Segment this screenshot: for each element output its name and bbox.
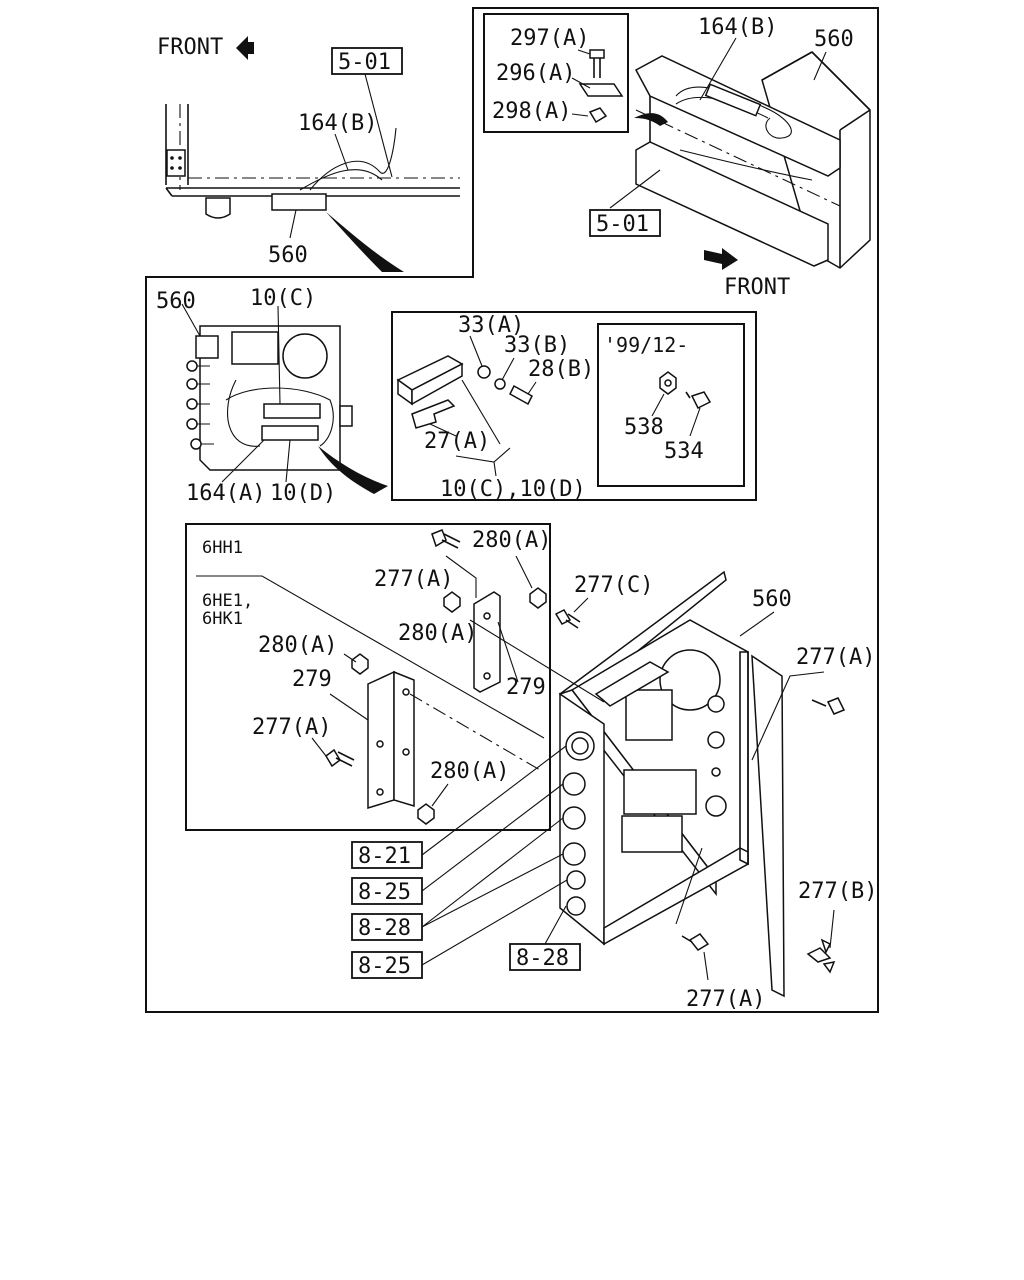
diagram-frames xyxy=(145,7,879,1013)
part-27a-label: 27(A) xyxy=(424,429,490,454)
part-560-label-4: 560 xyxy=(752,587,792,612)
ref-5-01-label: 5-01 xyxy=(338,50,391,75)
lower-280a-label: 280(A) xyxy=(258,633,337,658)
part-164b-label-2: 164(B) xyxy=(698,15,777,40)
ref-8-21-label: 8-21 xyxy=(358,844,411,869)
part-164a-label: 164(A) xyxy=(186,481,265,506)
part-33a-label: 33(A) xyxy=(458,313,524,338)
part-297a-label: 297(A) xyxy=(510,26,589,51)
part-10d-label: 10(D) xyxy=(270,481,336,506)
part-277a-bottom-label: 277(A) xyxy=(686,987,765,1012)
part-538-label: 538 xyxy=(624,415,664,440)
part-277b-label: 277(B) xyxy=(798,879,877,904)
date-label: '99/12- xyxy=(604,333,688,357)
box-interior-view: 560 10(C) 164(A) 10(D) xyxy=(156,286,388,506)
part-560-label-3: 560 xyxy=(156,289,196,314)
nut-280a-icon-2 xyxy=(443,591,461,613)
part-534-label: 534 xyxy=(664,439,704,464)
engine-6hh1-label: 6HH1 xyxy=(202,538,243,558)
relay-detail-box xyxy=(391,311,757,501)
bracket-279-lower-icon xyxy=(367,670,395,810)
box-door-icon xyxy=(751,654,785,998)
ref-8-28-label: 8-28 xyxy=(358,916,411,941)
upper-280a-top-label: 280(A) xyxy=(472,528,551,553)
part-10c-10d-label: 10(C),10(D) xyxy=(440,477,586,502)
front-label-2: FRONT xyxy=(724,275,790,300)
part-277a-right-label: 277(A) xyxy=(796,645,875,670)
front-arrow-icon xyxy=(236,36,254,60)
pointer-arrow-icon-2 xyxy=(318,446,388,494)
ref-8-25-label-2: 8-25 xyxy=(358,954,411,979)
upper-277a-label: 277(A) xyxy=(374,567,453,592)
bracket-27a-icon xyxy=(411,399,456,429)
lamp-8-25-icon xyxy=(562,772,586,796)
screw-534-icon xyxy=(690,391,712,410)
upper-280a-mid-label: 280(A) xyxy=(398,621,477,646)
bracket-279-icon xyxy=(473,591,501,693)
wing-bolt-icon xyxy=(806,947,832,963)
part-560-label-2: 560 xyxy=(814,27,854,52)
clip-icon xyxy=(578,83,624,97)
main-box: 277(C) 560 277(A) 277(B) 277(A) 8-21 8-2… xyxy=(351,570,877,1012)
front-arrow-icon-2 xyxy=(704,248,738,270)
part-10c-label: 10(C) xyxy=(250,286,316,311)
relay-10d-icon xyxy=(261,425,319,441)
ref-box-5-01 xyxy=(331,47,403,75)
top-left-inset: FRONT 5-01 164(B) 560 xyxy=(157,35,460,272)
lower-280a-bottom-label: 280(A) xyxy=(430,759,509,784)
lower-277a-label: 277(A) xyxy=(252,715,331,740)
engine-6hk1-label: 6HK1 xyxy=(202,609,243,629)
front-label: FRONT xyxy=(157,35,223,60)
part-277c-label: 277(C) xyxy=(574,573,653,598)
top-right-inset: 297(A) 296(A) 298(A) 164(B) 560 5-01 FRO… xyxy=(492,15,871,300)
revision-detail-box xyxy=(597,323,745,487)
ref-8-25-label: 8-25 xyxy=(358,880,411,905)
upper-279-label: 279 xyxy=(506,675,546,700)
engine-6he1-label: 6HE1, xyxy=(202,591,253,611)
bracket-variant-box xyxy=(185,523,551,831)
nut-280a-icon xyxy=(529,587,547,609)
bracket-variants: 6HH1 6HE1, 6HK1 280(A) 277(A) 280(A) 279… xyxy=(196,528,551,825)
part-164b-label: 164(B) xyxy=(298,111,377,136)
bolt-277a-icon xyxy=(431,529,447,548)
ref-5-01-label-2: 5-01 xyxy=(596,212,649,237)
part-298a-label: 298(A) xyxy=(492,99,571,124)
ref-8-28-label-2: 8-28 xyxy=(516,946,569,971)
relay-10c-icon xyxy=(263,403,321,419)
lower-279-label: 279 xyxy=(292,667,332,692)
part-33b-label: 33(B) xyxy=(504,333,570,358)
part-296a-label: 296(A) xyxy=(496,61,575,86)
bolt-icon xyxy=(589,49,605,59)
relay-detail: 33(A) 33(B) 28(B) 27(A) 10(C),10(D) '99/… xyxy=(396,313,712,502)
nut-icon xyxy=(588,107,608,124)
pointer-arrow-icon xyxy=(326,212,404,272)
bolt-detail-box xyxy=(483,13,629,133)
ref-box-5-01-2 xyxy=(589,209,661,237)
part-28b-label: 28(B) xyxy=(528,357,594,382)
part-560-label: 560 xyxy=(268,243,308,268)
